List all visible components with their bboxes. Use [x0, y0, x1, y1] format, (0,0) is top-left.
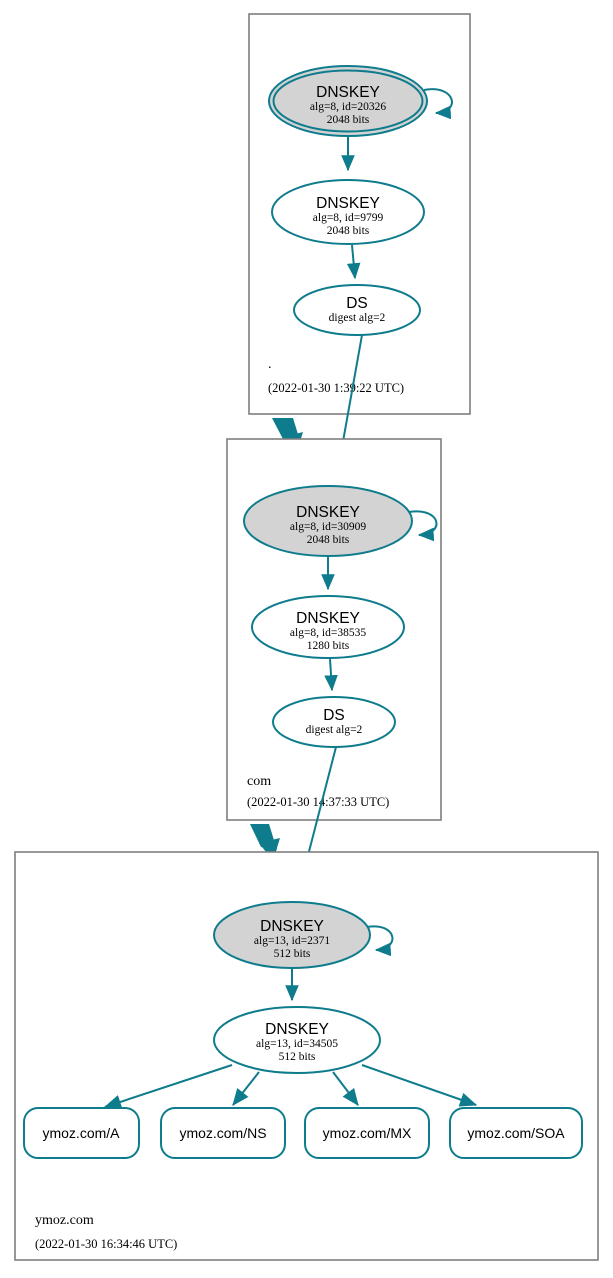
self-sign-loop-com-ksk	[408, 510, 438, 542]
node-ymoz-ksk-line3: 512 bits	[274, 948, 311, 960]
rrset-ns-label: ymoz.com/NS	[179, 1125, 266, 1141]
edge-ymoz-zsk-to-rrset-soa	[361, 1064, 478, 1107]
zone-timestamp-ymoz: (2022-01-30 16:34:46 UTC)	[35, 1237, 177, 1251]
rrset-mx[interactable]: ymoz.com/MX	[304, 1107, 430, 1159]
rrset-ns[interactable]: ymoz.com/NS	[160, 1107, 286, 1159]
node-root-zsk-line2: alg=8, id=9799	[313, 212, 384, 224]
zone-label-com: com	[247, 774, 271, 789]
rrset-mx-label: ymoz.com/MX	[323, 1125, 412, 1141]
rrset-soa[interactable]: ymoz.com/SOA	[449, 1107, 583, 1159]
edge-ymoz-zsk-to-rrset-mx	[332, 1071, 359, 1106]
node-com-ds-title: DS	[323, 707, 345, 724]
node-root-zsk-line3: 2048 bits	[327, 225, 370, 237]
node-com-ksk[interactable]: DNSKEY alg=8, id=30909 2048 bits	[243, 485, 413, 557]
self-sign-loop-ymoz-ksk	[366, 925, 394, 957]
node-ymoz-zsk-line3: 512 bits	[279, 1051, 316, 1063]
node-com-ksk-title: DNSKEY	[296, 504, 360, 521]
edge-root-zsk-to-ds	[346, 244, 361, 280]
edge-ymoz-zsk-to-rrset-ns	[232, 1071, 260, 1106]
node-com-zsk-line3: 1280 bits	[307, 640, 350, 652]
rrset-soa-label: ymoz.com/SOA	[467, 1125, 565, 1141]
node-root-ksk-line2: alg=8, id=20326	[310, 101, 386, 113]
node-com-ksk-line2: alg=8, id=30909	[290, 521, 366, 533]
node-ymoz-zsk[interactable]: DNSKEY alg=13, id=34505 512 bits	[213, 1006, 381, 1074]
node-root-ds-line2: digest alg=2	[329, 312, 386, 324]
node-com-ds-line2: digest alg=2	[306, 724, 363, 736]
zone-timestamp-com: (2022-01-30 14:37:33 UTC)	[247, 795, 389, 809]
node-com-zsk-line2: alg=8, id=38535	[290, 627, 366, 639]
self-sign-loop-root-ksk	[423, 88, 453, 120]
node-ymoz-zsk-line2: alg=13, id=34505	[256, 1038, 338, 1050]
node-ymoz-ksk-line2: alg=13, id=2371	[254, 935, 330, 947]
node-root-ksk[interactable]: DNSKEY alg=8, id=20326 2048 bits	[268, 65, 428, 137]
node-root-ds-title: DS	[346, 295, 368, 312]
zone-label-root: .	[268, 357, 272, 372]
node-root-zsk-title: DNSKEY	[316, 195, 380, 212]
zone-timestamp-root: (2022-01-30 1:39:22 UTC)	[268, 381, 404, 395]
edge-ymoz-zsk-to-rrset-a	[103, 1064, 233, 1109]
node-root-ksk-line3: 2048 bits	[327, 114, 370, 126]
node-com-ds[interactable]: DS digest alg=2	[272, 696, 396, 748]
node-root-zsk[interactable]: DNSKEY alg=8, id=9799 2048 bits	[271, 179, 425, 245]
edge-com-zsk-to-ds	[324, 658, 338, 692]
node-root-ds[interactable]: DS digest alg=2	[293, 284, 421, 336]
node-com-ksk-line3: 2048 bits	[307, 534, 350, 546]
rrset-a-label: ymoz.com/A	[42, 1125, 120, 1141]
node-com-zsk-title: DNSKEY	[296, 610, 360, 627]
node-ymoz-ksk-title: DNSKEY	[260, 918, 324, 935]
node-root-ksk-title: DNSKEY	[316, 84, 380, 101]
node-com-zsk[interactable]: DNSKEY alg=8, id=38535 1280 bits	[251, 595, 405, 659]
node-ymoz-zsk-title: DNSKEY	[265, 1021, 329, 1038]
rrset-a[interactable]: ymoz.com/A	[23, 1107, 140, 1159]
zone-label-ymoz: ymoz.com	[35, 1213, 94, 1228]
node-ymoz-ksk[interactable]: DNSKEY alg=13, id=2371 512 bits	[213, 901, 371, 969]
